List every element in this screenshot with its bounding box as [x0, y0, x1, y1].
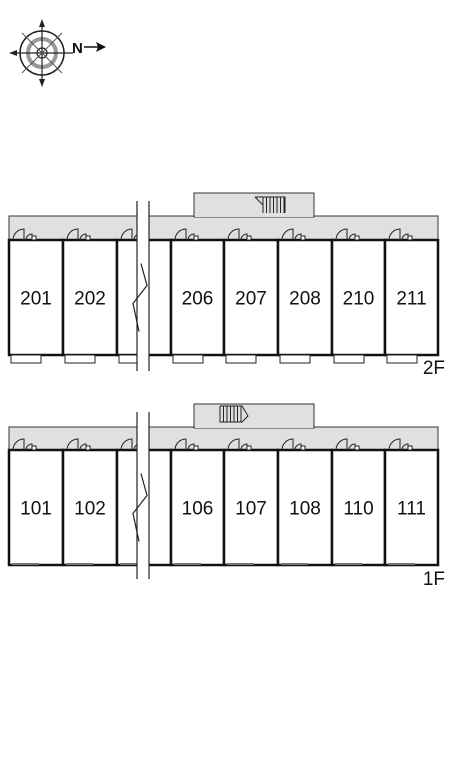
floor-label: 2F	[423, 358, 445, 379]
unit-number-label: 101	[20, 499, 52, 520]
unit-room	[222, 438, 280, 567]
corridor	[8, 215, 439, 241]
door-icon	[281, 438, 306, 451]
floor-1f-plan: 101 102 106 107 108 110 111 1F	[7, 403, 445, 590]
door-icon	[281, 228, 306, 241]
break-line-icon	[132, 201, 150, 371]
unit-number-label: 211	[396, 289, 426, 310]
unit-number-label: 111	[397, 499, 426, 520]
unit-room	[61, 438, 119, 567]
floor-2f-plan: 201 202 206 207 208 210 211 2F	[7, 192, 445, 379]
unit-number-label: 108	[289, 499, 321, 520]
unit-number-label: 106	[182, 499, 214, 520]
door-icon	[388, 228, 413, 241]
door-icon	[66, 438, 91, 451]
north-label: N	[72, 40, 83, 57]
unit-number-label: 208	[289, 289, 321, 310]
door-icon	[335, 438, 360, 451]
unit-room	[169, 438, 226, 567]
door-icon	[174, 438, 199, 451]
unit-number-label: 102	[74, 499, 106, 520]
balcony	[333, 354, 365, 364]
door-icon	[66, 228, 91, 241]
stairs-icon	[219, 405, 249, 423]
unit-number-label: 202	[74, 289, 106, 310]
unit-number-label: 206	[182, 289, 214, 310]
compass-rose-icon: N	[9, 19, 106, 87]
door-icon	[335, 228, 360, 241]
door-icon	[227, 228, 252, 241]
unit-number-label: 201	[20, 289, 52, 310]
unit-number-label: 110	[343, 499, 373, 520]
unit-number-label: 107	[235, 499, 267, 520]
balcony	[279, 354, 311, 364]
balcony	[64, 354, 96, 364]
unit-room	[7, 228, 65, 364]
door-icon	[12, 438, 37, 451]
unit-room	[330, 438, 387, 567]
balcony	[10, 354, 42, 364]
unit-number-label: 207	[235, 289, 267, 310]
break-line-icon	[132, 412, 150, 579]
unit-room	[61, 228, 119, 364]
unit-room	[222, 228, 280, 364]
balcony	[386, 354, 418, 364]
door-icon	[12, 228, 37, 241]
unit-room	[383, 228, 440, 364]
unit-room	[383, 438, 440, 567]
stairs-icon	[254, 196, 286, 213]
stair-landing	[193, 192, 315, 218]
floor-label: 1F	[423, 569, 445, 590]
door-icon	[388, 438, 413, 451]
stair-landing	[193, 403, 315, 429]
unit-number-label: 210	[343, 289, 375, 310]
unit-room	[330, 228, 387, 364]
door-icon	[227, 438, 252, 451]
balcony	[225, 354, 257, 364]
corridor	[8, 426, 439, 451]
door-icon	[174, 228, 199, 241]
balcony	[172, 354, 204, 364]
